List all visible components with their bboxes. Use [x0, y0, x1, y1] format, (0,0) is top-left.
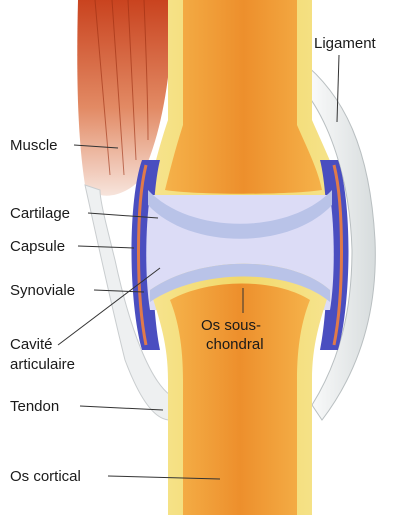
label-os-sous-line2: chondral	[206, 336, 264, 353]
ligament-shape	[299, 58, 376, 421]
label-cartilage: Cartilage	[10, 205, 70, 222]
label-os-cortical: Os cortical	[10, 468, 81, 485]
leader-cavite	[57, 267, 161, 346]
leader-tendon	[79, 405, 164, 411]
synovium-left	[137, 164, 148, 346]
leader-os-cortical	[107, 475, 221, 480]
label-cavite-line2: articulaire	[10, 356, 75, 373]
label-synoviale: Synoviale	[10, 282, 75, 299]
label-muscle: Muscle	[10, 137, 58, 154]
label-tendon: Tendon	[10, 398, 59, 415]
label-capsule: Capsule	[10, 238, 65, 255]
label-os-sous-line1: Os sous-	[201, 317, 261, 334]
muscle-fibers	[94, 0, 149, 176]
upper-bone-marrow	[165, 0, 322, 194]
label-cavite-line1: Cavité	[10, 336, 53, 353]
leader-synoviale	[93, 289, 145, 293]
label-ligament: Ligament	[314, 35, 377, 52]
leader-ligament	[336, 54, 340, 123]
leader-muscle	[73, 144, 119, 149]
lower-cartilage	[150, 263, 330, 302]
upper-cartilage	[148, 190, 332, 239]
synovium-right	[332, 164, 343, 346]
leader-lines	[57, 54, 340, 480]
lower-bone-marrow	[170, 283, 310, 515]
leader-cartilage	[87, 212, 159, 219]
leader-capsule	[77, 245, 135, 249]
